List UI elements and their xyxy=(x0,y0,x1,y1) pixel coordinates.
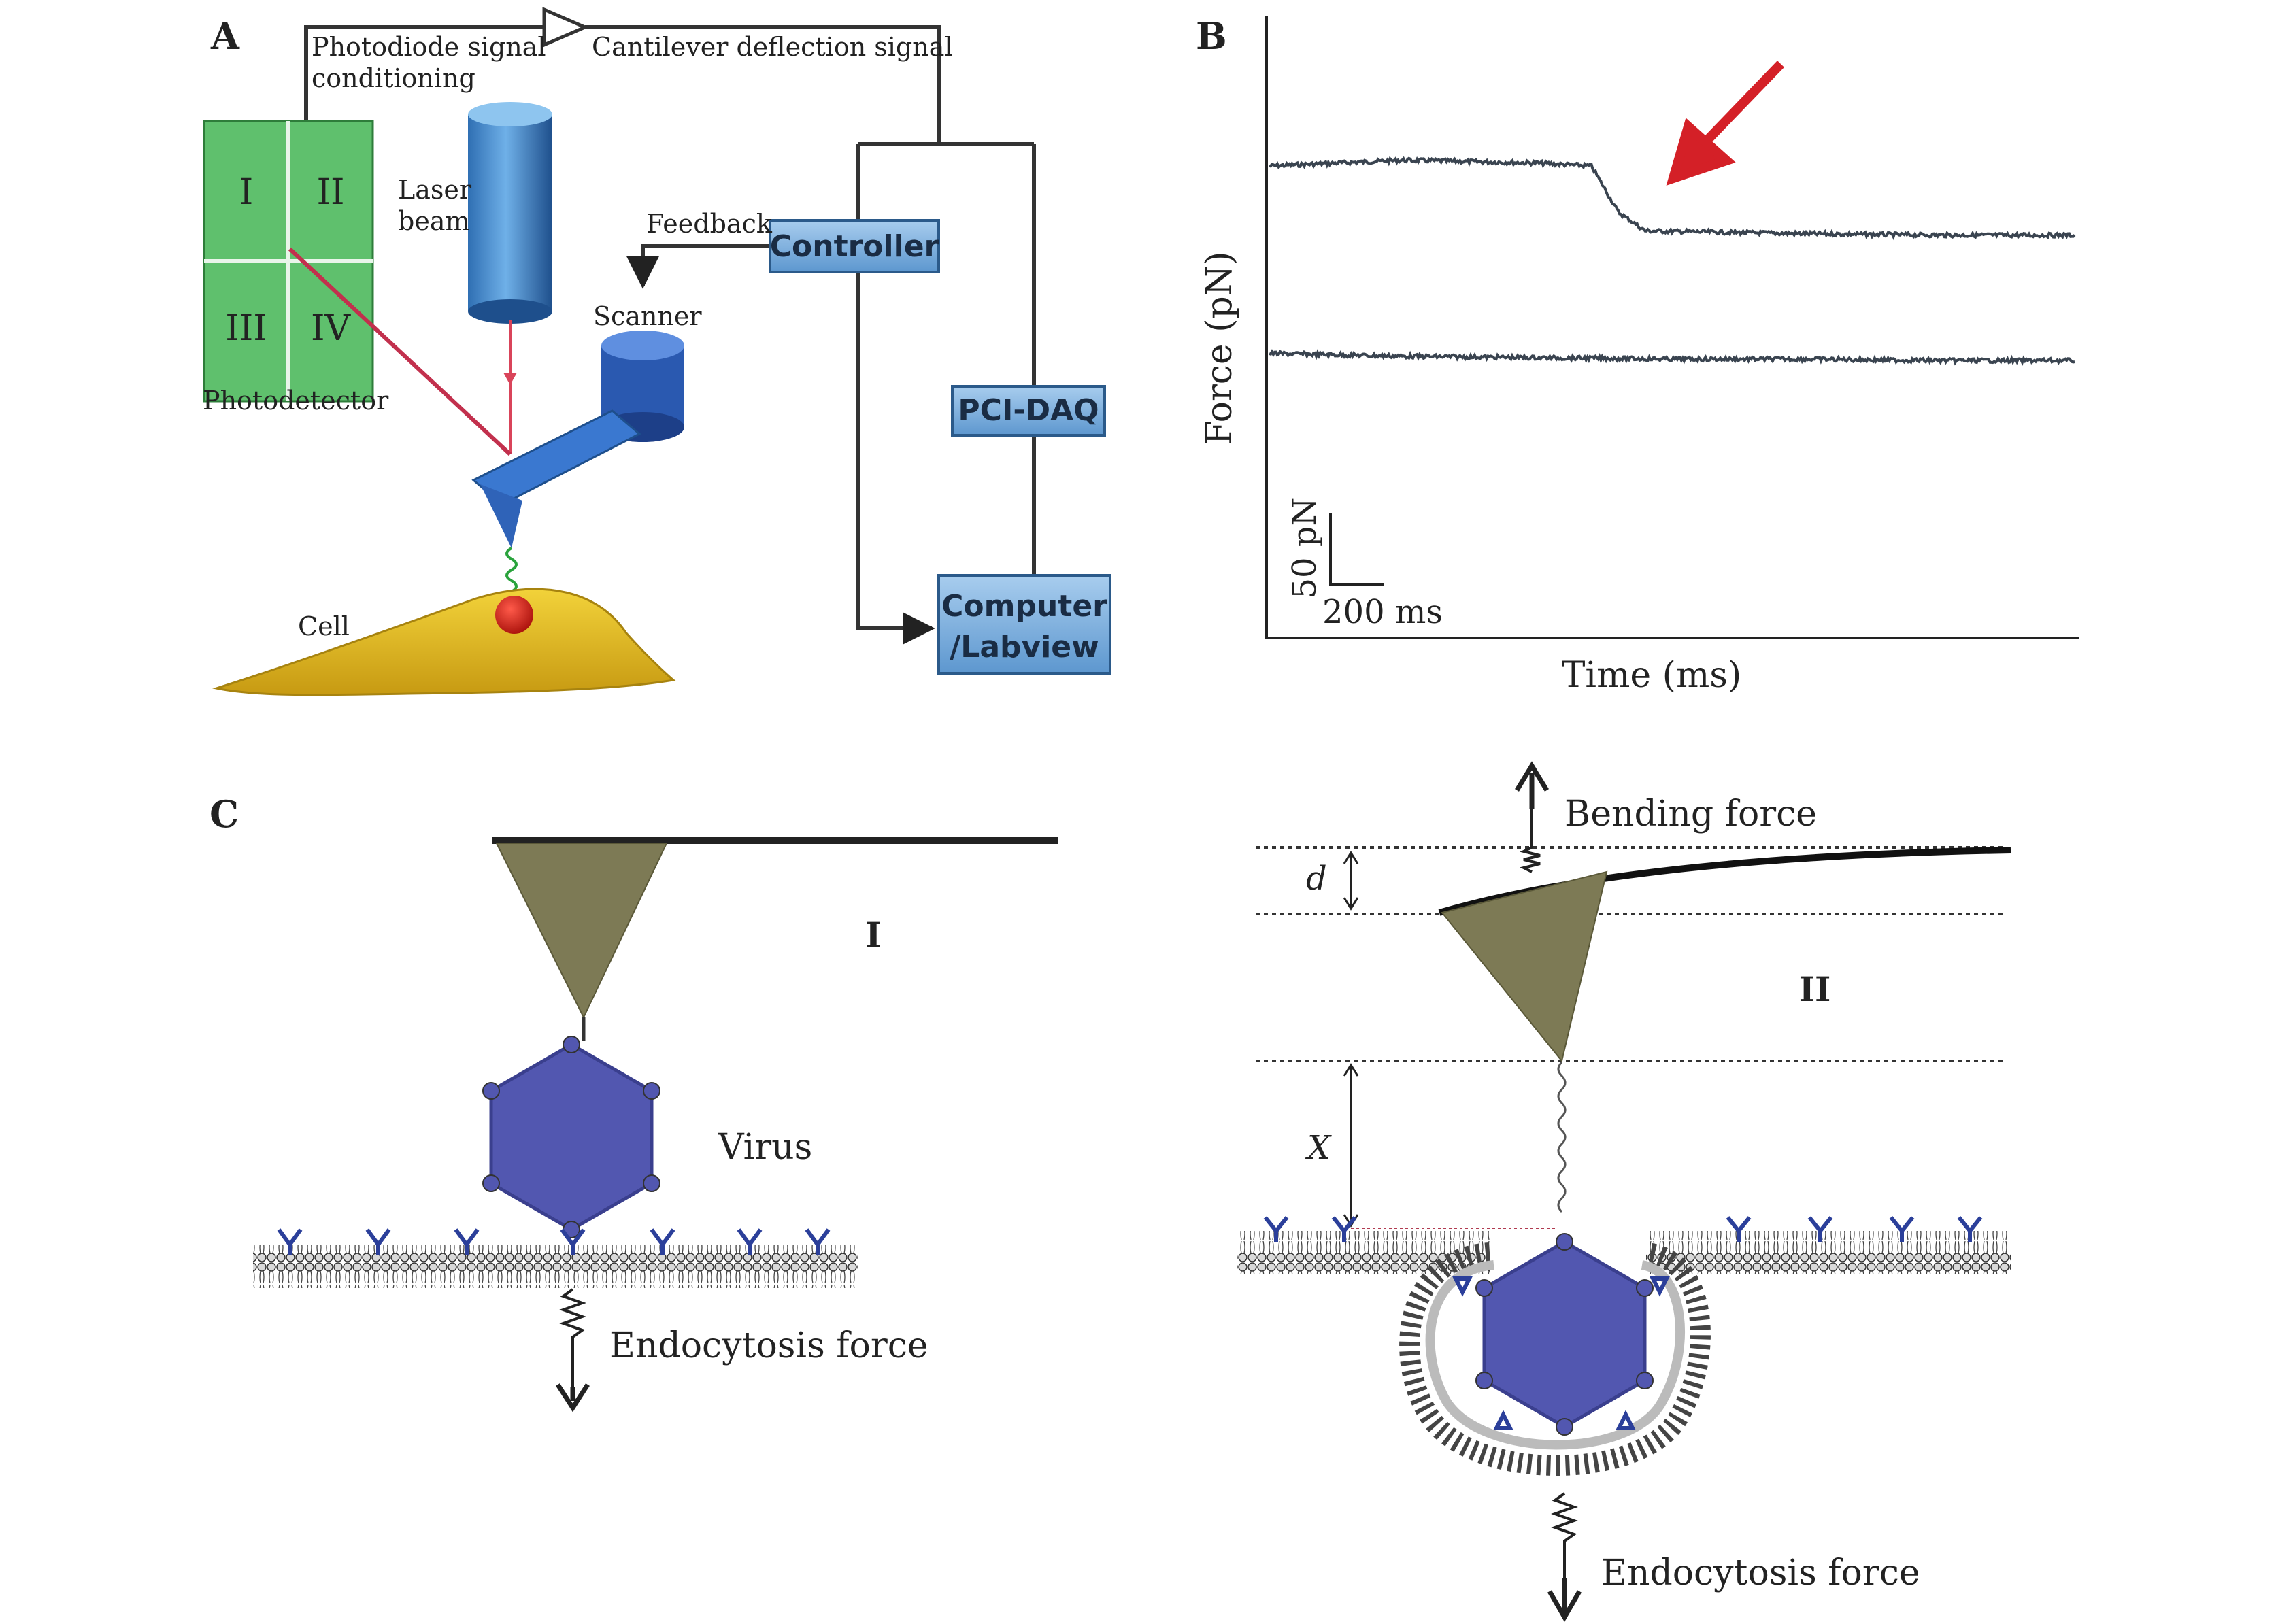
photodetector: I II III IV xyxy=(203,120,374,403)
computer-label-1: Computer xyxy=(941,589,1107,624)
reference-lines xyxy=(1256,846,2007,1062)
bent-cantilever xyxy=(1438,847,2011,916)
panel-b-letter: B xyxy=(1196,14,1227,58)
x-arrow xyxy=(1343,1063,1359,1228)
force-trace-upper xyxy=(1269,156,2076,241)
panel-c: C Virus I xyxy=(210,761,2011,1622)
virus-label: Virus xyxy=(718,1127,812,1168)
computer-box: Computer /Labview xyxy=(937,574,1111,675)
membrane-i xyxy=(253,1245,858,1288)
cantilever-signal-line xyxy=(585,25,941,144)
receptors-i xyxy=(277,1228,831,1255)
controller-to-computer-line xyxy=(856,144,935,645)
endocytosis-label-i: Endocytosis force xyxy=(609,1325,928,1366)
virus-i xyxy=(482,1036,660,1238)
tip-ii xyxy=(1441,870,1608,1063)
subpanel-ii: Bending force d II X xyxy=(1237,761,2011,1622)
y-axis-label: Force (pN) xyxy=(1199,251,1240,445)
quadrant-4: IV xyxy=(311,308,352,349)
photodiode-label-2: conditioning xyxy=(312,63,475,93)
panel-c-letter: C xyxy=(210,792,239,836)
cantilever-arm xyxy=(471,409,641,506)
scale-bar xyxy=(1329,513,1384,586)
endocytosis-arrow-ii xyxy=(1547,1578,1582,1622)
bending-spring xyxy=(1520,802,1541,873)
tether-ii xyxy=(1557,1061,1567,1213)
amplifier-triangle xyxy=(542,7,590,48)
computer-label-2: /Labview xyxy=(950,630,1099,664)
panel-a-letter: A xyxy=(210,14,240,58)
cell-label: Cell xyxy=(298,611,350,641)
subpanel-i: Virus I Endocytosis force xyxy=(253,837,1058,1412)
photodiode-signal-line xyxy=(304,25,544,122)
invagination-inner xyxy=(1425,1260,1686,1450)
scale-time-label: 200 ms xyxy=(1322,593,1443,631)
cantilever-tip xyxy=(480,484,522,548)
subpanel-i-label: I xyxy=(865,915,881,955)
bending-arrow xyxy=(1515,761,1549,809)
x-label: X xyxy=(1305,1129,1332,1167)
endocytosis-arrow-i xyxy=(556,1383,590,1412)
subpanel-ii-label: II xyxy=(1799,969,1831,1009)
virus-ii xyxy=(1475,1233,1654,1436)
membrane-ii-right xyxy=(1646,1231,2011,1274)
controller-label: Controller xyxy=(770,229,939,264)
panel-b: B Force (pN) Time (ms) 50 pN 200 ms xyxy=(1196,14,2079,696)
controller-box: Controller xyxy=(769,219,940,273)
feedback-line xyxy=(626,244,770,289)
scale-force-label: 50 pN xyxy=(1286,497,1324,598)
d-arrow xyxy=(1343,851,1359,911)
photodetector-label: Photodetector xyxy=(203,386,389,416)
quadrant-1: I xyxy=(239,172,254,213)
pci-daq-label: PCI-DAQ xyxy=(958,393,1099,428)
cell-body xyxy=(212,588,676,696)
rupture-arrow xyxy=(1666,61,1785,186)
x-axis-label: Time (ms) xyxy=(1562,655,1742,696)
laser-beam-reflected xyxy=(288,247,512,456)
tip-i xyxy=(495,843,668,1019)
laser-cylinder xyxy=(468,102,552,324)
bending-label: Bending force xyxy=(1564,794,1817,834)
laser-direction-marker xyxy=(503,373,517,385)
laser-label-2: beam xyxy=(398,206,470,236)
receptors-ii xyxy=(1263,1216,1983,1430)
pci-daq-box: PCI-DAQ xyxy=(951,385,1106,437)
photodiode-label-1: Photodiode signal xyxy=(312,32,546,62)
quadrant-3: III xyxy=(225,308,267,349)
invagination-outer xyxy=(1399,1242,1711,1476)
endocytosis-label-ii: Endocytosis force xyxy=(1601,1553,1920,1593)
scanner-label: Scanner xyxy=(593,301,702,331)
cantilever-signal-label: Cantilever deflection signal xyxy=(592,32,953,62)
force-trace-lower xyxy=(1269,349,2075,366)
membrane-ii-left xyxy=(1237,1231,1490,1274)
quadrant-2: II xyxy=(316,172,344,213)
d-label: d xyxy=(1306,860,1327,898)
feedback-label: Feedback xyxy=(646,209,773,239)
laser-label-1: Laser xyxy=(398,175,472,205)
panel-a: A Photodiode signal conditioning Cantile… xyxy=(203,7,1111,696)
red-bead xyxy=(495,596,533,634)
spring-ii xyxy=(1551,1492,1578,1578)
spring-i xyxy=(559,1288,586,1387)
